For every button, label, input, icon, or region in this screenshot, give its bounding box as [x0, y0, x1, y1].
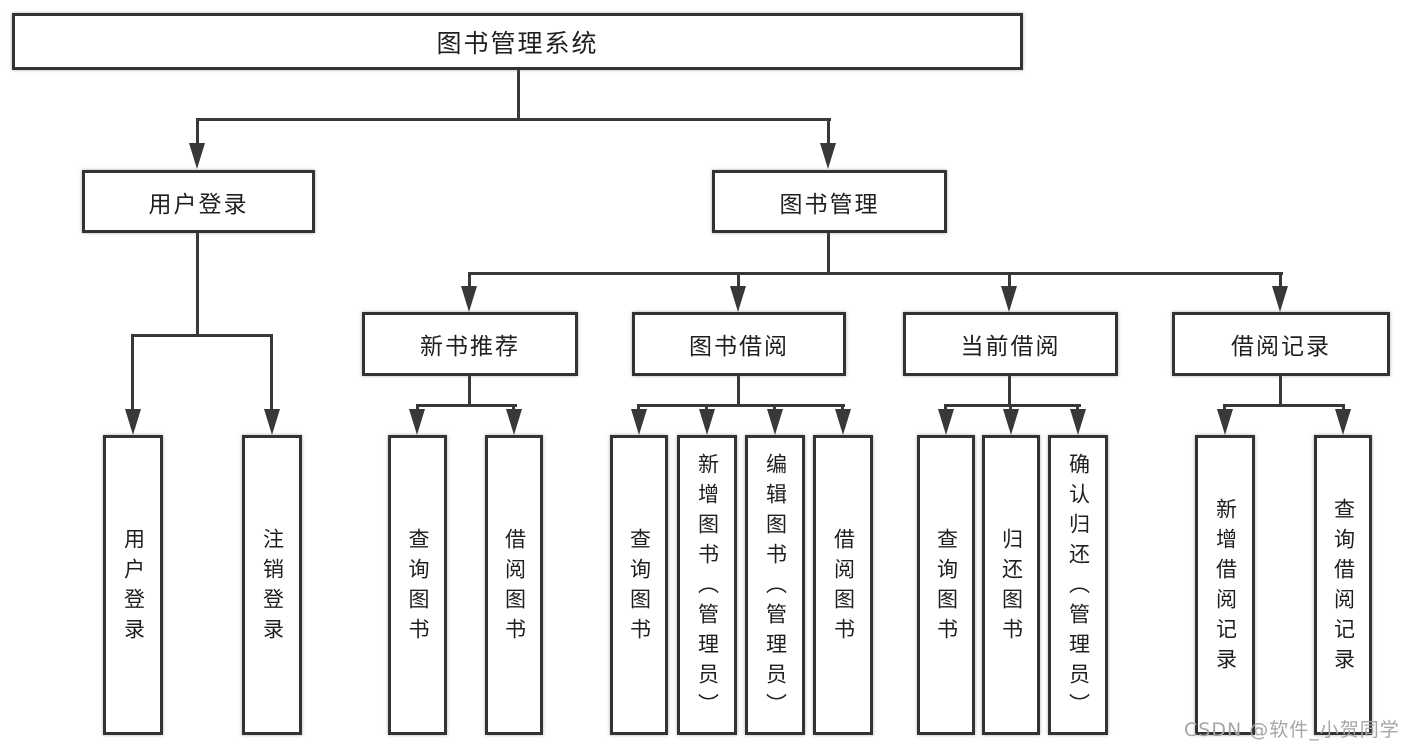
leaf-return-books: 归还图书 — [982, 435, 1040, 735]
arrow-records — [1272, 286, 1288, 312]
arrow-query-borrow-record — [1335, 409, 1351, 435]
arrow-leaf-logout — [264, 409, 280, 435]
connector-current-vertical — [1008, 373, 1011, 407]
connector-root-horizontal — [196, 118, 831, 121]
connector-stub-nb1 — [416, 404, 419, 413]
connector-mgmt-horizontal — [468, 272, 1283, 275]
leaf-edit-books-admin: 编辑图书（管理员） — [745, 435, 805, 735]
connector-stub-br1 — [1223, 404, 1226, 413]
connector-stub-cb2 — [1009, 404, 1012, 413]
node-library-system: 图书管理系统 — [12, 13, 1023, 70]
connector-stub-bb2 — [705, 404, 708, 413]
connector-drop-current — [1008, 272, 1011, 288]
arrow-confirm-return-admin — [1070, 409, 1086, 435]
arrow-newbook — [461, 286, 477, 312]
arrow-query-books-newbook — [409, 409, 425, 435]
connector-root-vertical — [517, 68, 520, 121]
connector-login-horizontal — [131, 334, 273, 337]
arrow-query-books-borrow — [631, 409, 647, 435]
connector-borrowing-vertical — [737, 373, 740, 407]
connector-newbook-vertical — [468, 373, 471, 407]
arrow-borrow-books-borrow — [835, 409, 851, 435]
connector-drop-borrowing — [737, 272, 740, 288]
arrow-add-books-admin — [699, 409, 715, 435]
connector-drop-newbook — [468, 272, 471, 288]
leaf-confirm-return-admin: 确认归还（管理员） — [1048, 435, 1108, 735]
connector-newbook-horizontal — [416, 404, 517, 407]
leaf-add-books-admin: 新增图书（管理员） — [677, 435, 737, 735]
leaf-add-borrow-record: 新增借阅记录 — [1195, 435, 1255, 735]
leaf-borrow-books-borrow: 借阅图书 — [813, 435, 873, 735]
arrow-user-login — [189, 143, 205, 169]
csdn-watermark: CSDN @软件_小贺同学 — [1184, 719, 1400, 741]
node-book-borrowing: 图书借阅 — [632, 312, 846, 376]
arrow-current — [1001, 286, 1017, 312]
arrow-return-books — [1003, 409, 1019, 435]
leaf-query-books-newbook: 查询图书 — [388, 435, 447, 735]
arrow-query-books-current — [938, 409, 954, 435]
leaf-logout: 注销登录 — [242, 435, 302, 735]
connector-records-vertical — [1279, 373, 1282, 407]
connector-stub-bb1 — [637, 404, 640, 413]
arrow-book-management — [820, 143, 836, 169]
arrow-leaf-user-login — [125, 409, 141, 435]
node-new-book-recommend: 新书推荐 — [362, 312, 578, 376]
node-borrowing-records: 借阅记录 — [1172, 312, 1390, 376]
arrow-borrow-books-newbook — [506, 409, 522, 435]
connector-drop-records — [1279, 272, 1282, 288]
node-book-management: 图书管理 — [712, 170, 947, 233]
leaf-query-books-borrow: 查询图书 — [610, 435, 668, 735]
connector-borrowing-horizontal — [637, 404, 845, 407]
connector-mgmt-vertical — [827, 230, 830, 274]
leaf-query-borrow-record: 查询借阅记录 — [1314, 435, 1372, 735]
arrow-add-borrow-record — [1217, 409, 1233, 435]
connector-stub-cb1 — [944, 404, 947, 413]
connector-stub-bb3 — [773, 404, 776, 413]
node-user-login: 用户登录 — [82, 170, 315, 233]
connector-stub-cb3 — [1076, 404, 1079, 413]
connector-drop-book-management — [827, 118, 830, 146]
node-current-borrowing: 当前借阅 — [903, 312, 1118, 376]
arrow-borrowing — [730, 286, 746, 312]
connector-stub-bb4 — [841, 404, 844, 413]
leaf-borrow-books-newbook: 借阅图书 — [485, 435, 543, 735]
connector-drop-leaf-user-login — [131, 334, 134, 411]
arrow-edit-books-admin — [767, 409, 783, 435]
connector-stub-br2 — [1342, 404, 1345, 413]
connector-login-vertical — [196, 230, 199, 336]
connector-current-horizontal — [944, 404, 1081, 407]
leaf-query-books-current: 查询图书 — [917, 435, 975, 735]
connector-drop-leaf-logout — [270, 334, 273, 411]
connector-records-horizontal — [1223, 404, 1345, 407]
connector-drop-user-login — [196, 118, 199, 146]
leaf-user-login: 用户登录 — [103, 435, 163, 735]
connector-stub-nb2 — [512, 404, 515, 413]
